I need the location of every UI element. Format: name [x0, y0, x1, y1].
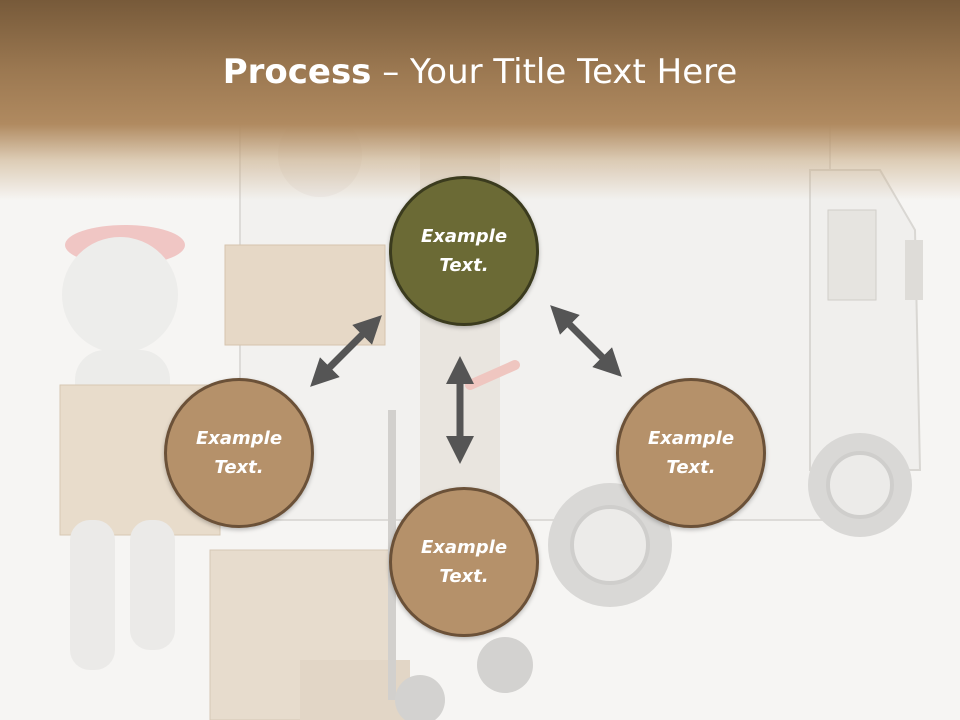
process-node-left-label: Example Text. — [195, 428, 283, 478]
process-node-top-label: Example Text. — [420, 226, 508, 276]
arrow-top-right — [550, 305, 622, 377]
process-node-top: Example Text. — [389, 176, 539, 326]
process-node-bottom: Example Text. — [389, 487, 539, 637]
arrow-top-left — [310, 315, 382, 387]
process-node-right-label: Example Text. — [647, 428, 735, 478]
process-node-right: Example Text. — [616, 378, 766, 528]
title-bold: Process — [222, 52, 372, 92]
process-node-bottom-label: Example Text. — [420, 537, 508, 587]
process-node-left: Example Text. — [164, 378, 314, 528]
slide-title: Process – Your Title Text Here — [0, 52, 960, 92]
title-rest: – Your Title Text Here — [371, 52, 738, 92]
title-band — [0, 0, 960, 200]
